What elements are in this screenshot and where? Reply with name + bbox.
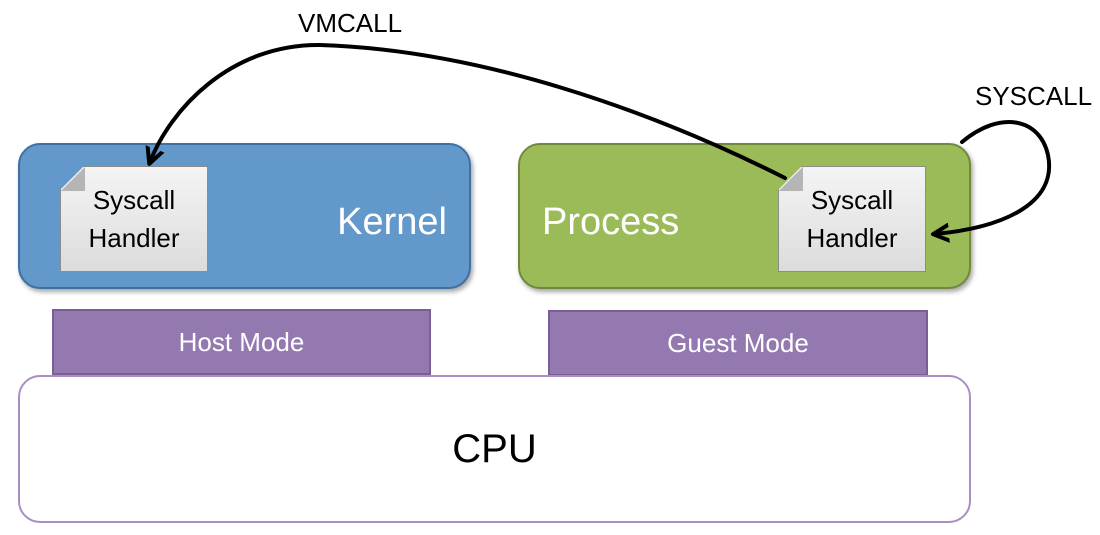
syscall-arrow [935,120,1052,234]
vmcall-arrow [150,42,787,180]
process-title: Process [542,201,680,243]
kernel-handler-line1: Syscall [92,185,176,215]
kernel-handler-line2: Handler [88,223,180,253]
process-handler-line2: Handler [806,223,898,253]
syscall-label: SYSCALL [975,81,1093,111]
guest-mode-box: Guest Mode [548,310,928,376]
guest-mode-label: Guest Mode [667,327,809,358]
host-mode-box: Host Mode [52,309,431,375]
vmcall-label: VMCALL [298,8,403,38]
cpu-box: CPU [18,375,971,523]
host-mode-label: Host Mode [178,326,305,357]
kernel-title: Kernel [337,201,447,243]
kernel-box: Syscall Handler Kernel [18,143,471,289]
cpu-label: CPU [452,426,537,471]
process-handler-line1: Syscall [810,185,894,215]
process-box: Process Syscall Handler [518,143,971,289]
kernel-syscall-handler: Syscall Handler [60,166,208,272]
